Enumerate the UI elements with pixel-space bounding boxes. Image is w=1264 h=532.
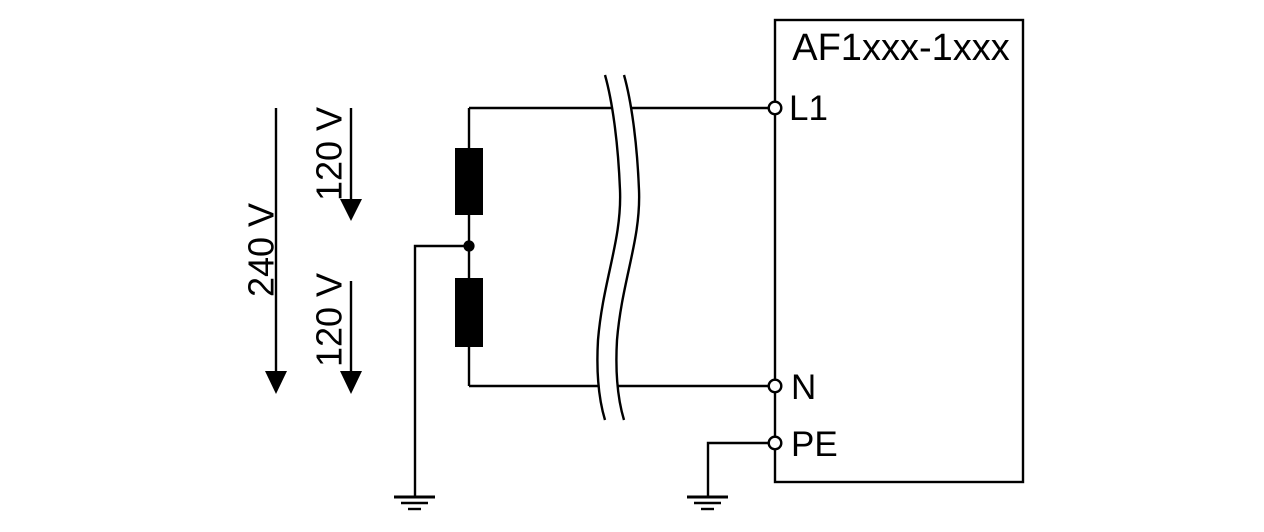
device-model-label: AF1xxx-1xxx <box>792 27 1009 69</box>
voltage-annotations: 240 V 120 V 120 V <box>241 107 362 394</box>
cable-break-mask <box>597 75 640 420</box>
winding-upper <box>455 148 483 215</box>
terminal-circle-n <box>767 378 783 394</box>
voltage-arrow-120v-lower: 120 V <box>309 273 362 394</box>
cable-break-right-curve <box>615 74 641 421</box>
arrow-down-icon <box>340 199 362 221</box>
terminal-label-n: N <box>791 368 816 407</box>
cable-break-icon <box>596 74 641 421</box>
terminal-circle-pe <box>767 435 783 451</box>
voltage-arrow-240v: 240 V <box>241 108 287 394</box>
voltage-label-120v-upper: 120 V <box>309 107 350 201</box>
terminal-circle-l1 <box>767 100 783 116</box>
terminal-label-pe: PE <box>791 425 838 464</box>
terminal-label-l1: L1 <box>789 89 828 128</box>
device-outline <box>773 18 1025 484</box>
ground-symbol-center-tap <box>394 495 435 511</box>
supply-wires <box>413 106 775 497</box>
voltage-label-120v-lower: 120 V <box>309 273 350 367</box>
device-box: AF1xxx-1xxx L1 N PE <box>767 18 1025 484</box>
arrow-down-icon <box>265 371 287 394</box>
transformer-windings <box>455 148 483 347</box>
voltage-label-240v: 240 V <box>241 203 282 297</box>
voltage-arrow-120v-upper: 120 V <box>309 107 362 221</box>
ground-symbol-pe <box>687 495 728 511</box>
wire-center-tap-to-ground <box>413 244 469 497</box>
center-tap-junction-dot <box>463 240 475 252</box>
cable-break-left-curve <box>596 74 622 421</box>
wire-pe-to-ground <box>706 441 775 497</box>
winding-lower <box>455 278 483 347</box>
arrow-down-icon <box>340 371 362 394</box>
